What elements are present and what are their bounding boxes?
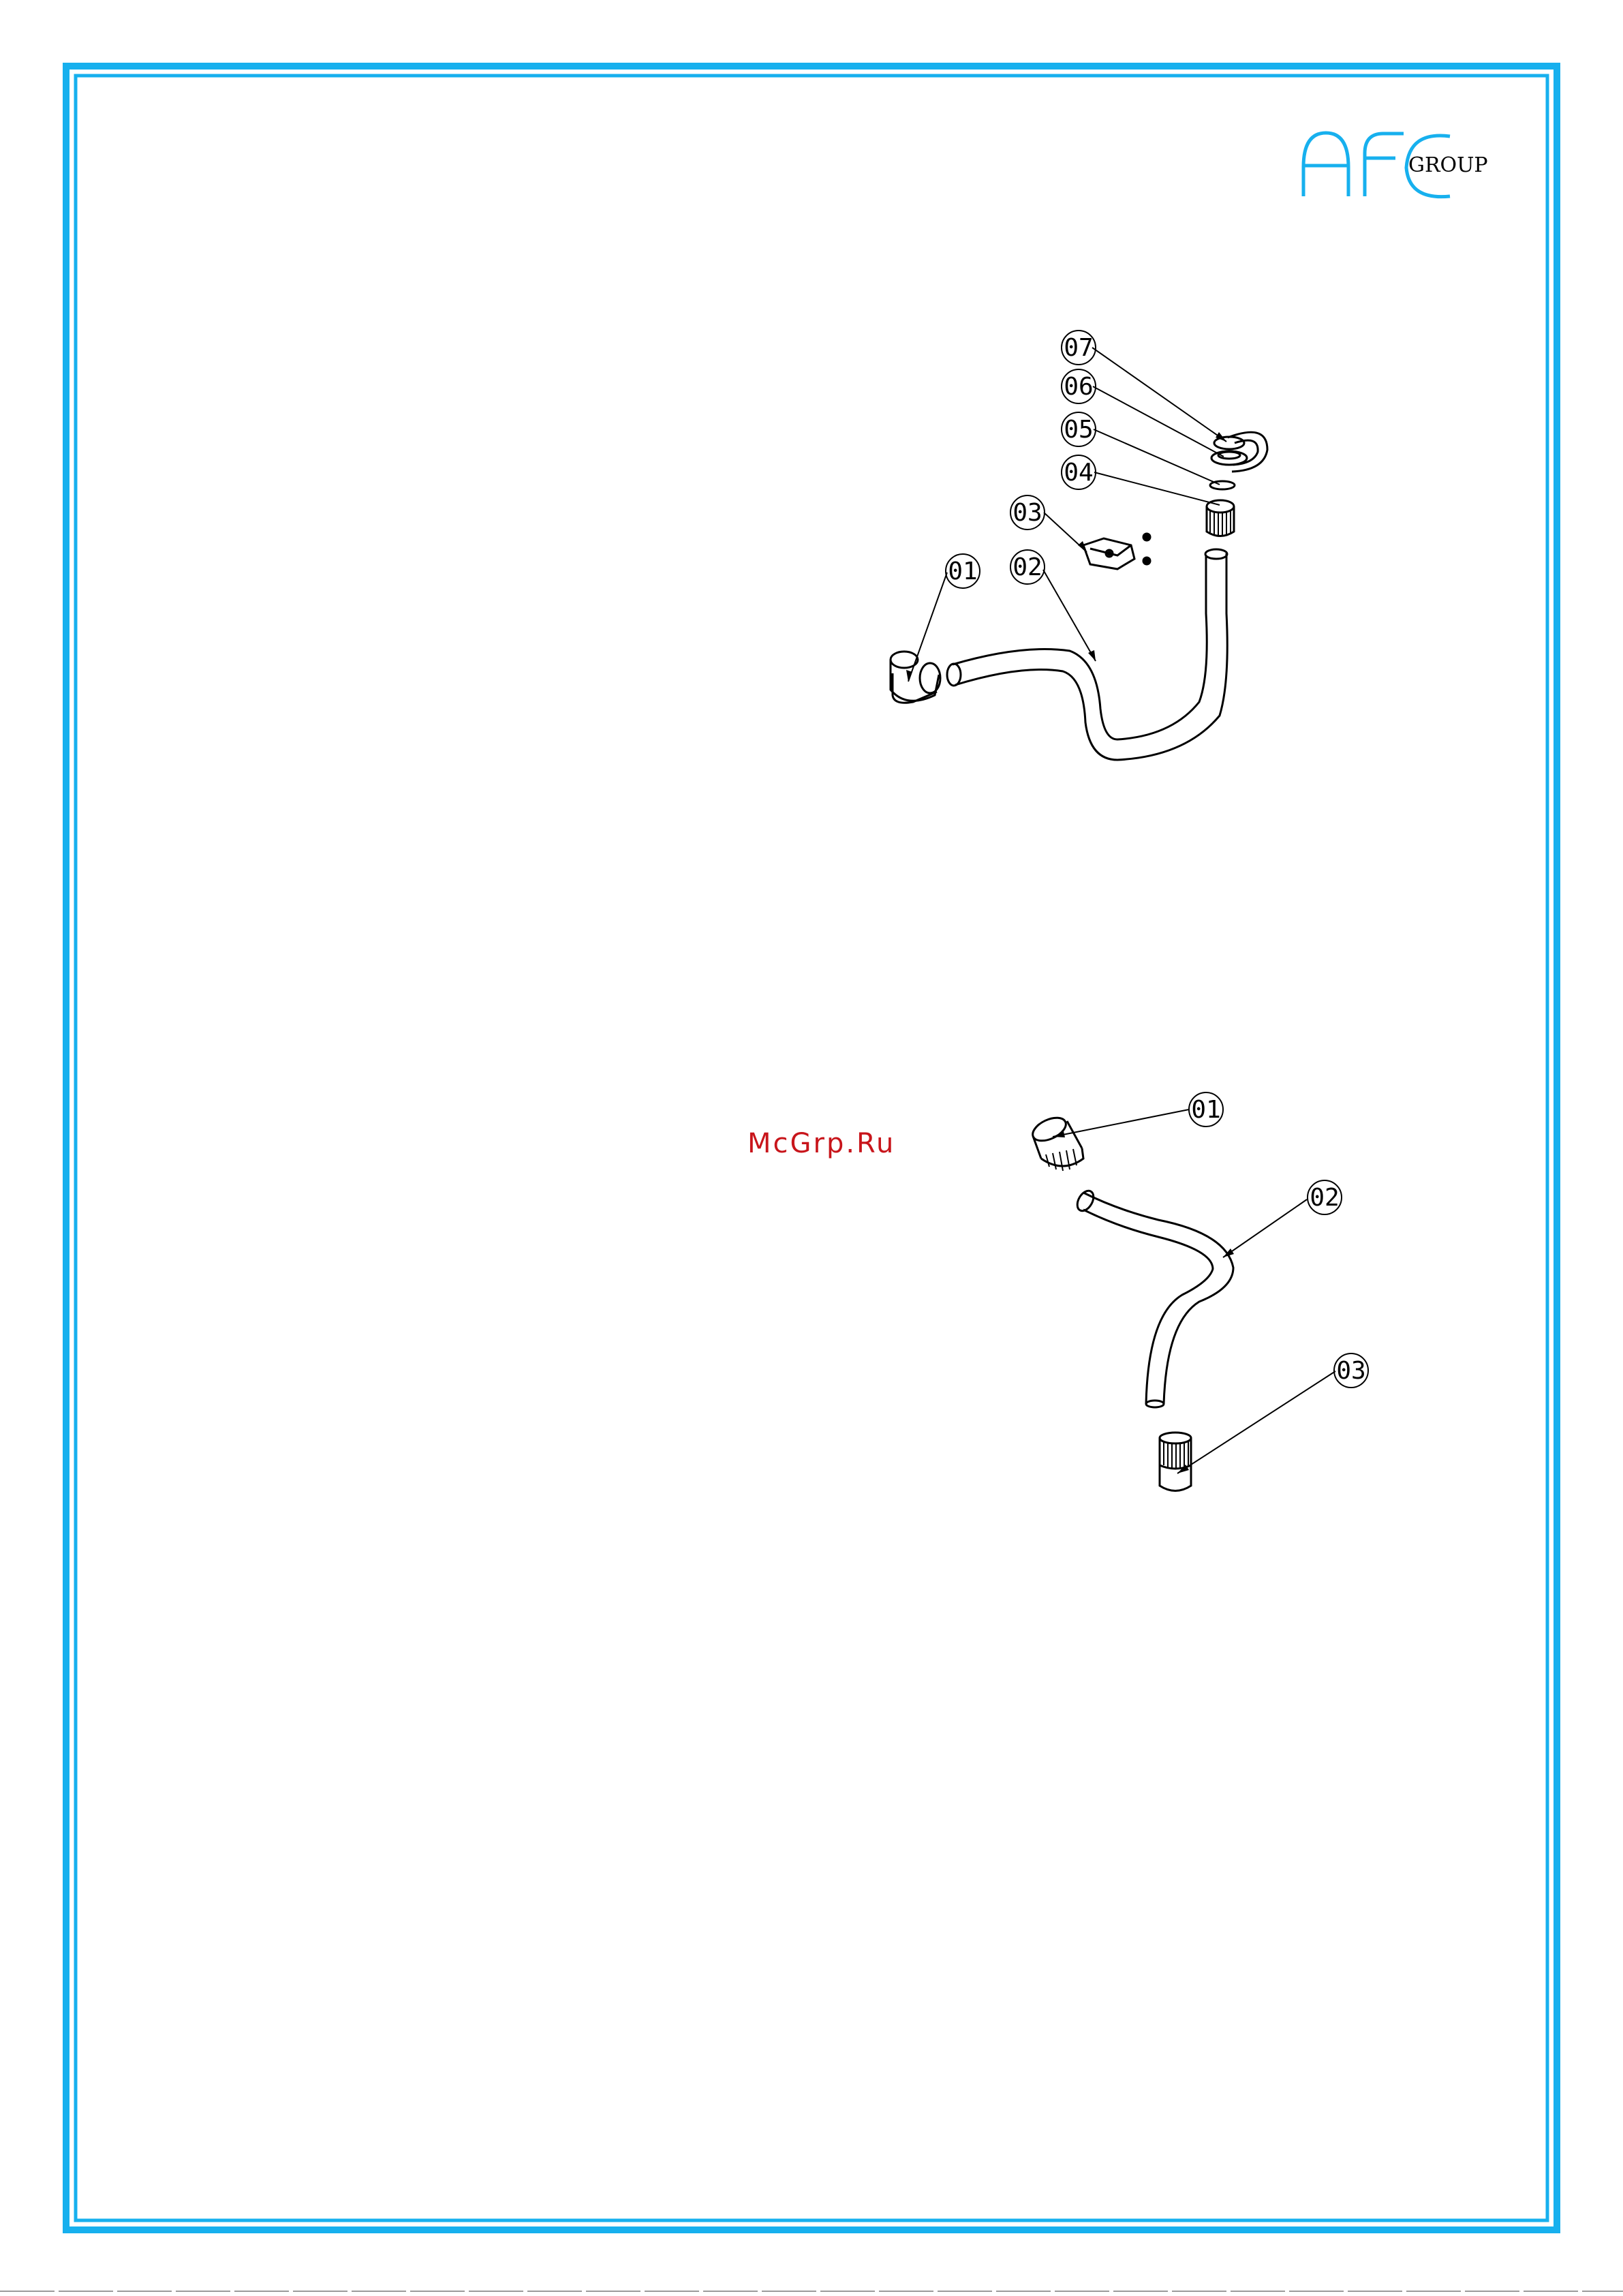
part-02-hose	[947, 549, 1227, 760]
callout-label: 03	[1336, 1357, 1365, 1385]
callout-label: 01	[1191, 1096, 1220, 1124]
callout-label: 04	[1064, 459, 1093, 487]
bottom-callout-circles	[1189, 1092, 1368, 1388]
top-callout-labels: 07 06 05 04 03 02 01	[948, 334, 1093, 585]
logo-letter-f	[1365, 134, 1404, 196]
part-03-bracket	[1083, 534, 1150, 569]
callout-label: 05	[1064, 416, 1093, 444]
bottom-arrowheads	[1053, 1131, 1234, 1473]
part-03-cap	[1160, 1433, 1191, 1491]
watermark-text: McGrp.Ru	[747, 1128, 895, 1159]
bottom-diagram	[1030, 1092, 1368, 1491]
callout-label: 07	[1064, 334, 1093, 362]
callout-label: 06	[1064, 373, 1093, 401]
callout-label: 01	[948, 557, 977, 585]
part-01-elbow	[891, 652, 940, 703]
part-02-s-hose	[1074, 1188, 1233, 1407]
callout-label: 03	[1013, 499, 1042, 527]
part-04-nut	[1207, 500, 1234, 536]
logo-group-text: GROUP	[1408, 153, 1488, 177]
part-01-connector	[1030, 1113, 1083, 1171]
bottom-leader-lines	[1053, 1109, 1335, 1473]
callout-label: 02	[1013, 553, 1042, 581]
callout-label: 02	[1310, 1184, 1339, 1212]
bottom-callout-labels: 01 02 03	[1191, 1096, 1365, 1385]
